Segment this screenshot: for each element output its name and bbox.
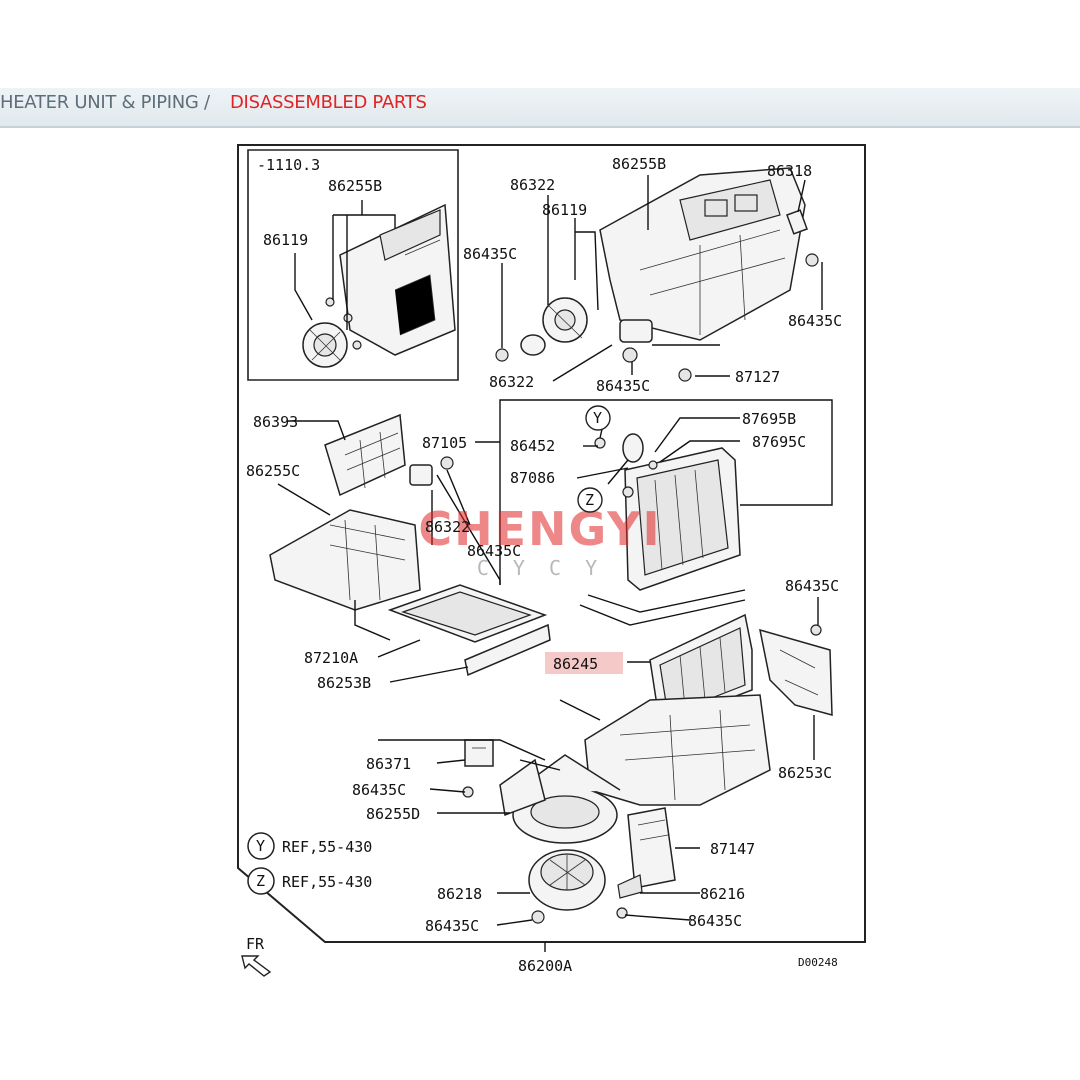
ref-y-text[interactable]: REF,55-430 xyxy=(282,838,372,856)
callout-label[interactable]: 86393 xyxy=(253,413,298,431)
callout-label[interactable]: 86435C xyxy=(596,377,650,395)
callout-label[interactable]: 87210A xyxy=(304,649,358,667)
callout-label[interactable]: 86435C xyxy=(788,312,842,330)
callout-label[interactable]: 86255B xyxy=(328,177,382,195)
ref-marker-y-icon xyxy=(585,405,611,431)
highlight-86245 xyxy=(545,652,623,674)
callout-label[interactable]: 87127 xyxy=(735,368,780,386)
upper-case-drawing xyxy=(495,167,819,382)
callout-label[interactable]: 86435C xyxy=(425,917,479,935)
callout-label[interactable]: 86322 xyxy=(489,373,534,391)
callout-label highlighted[interactable]: 86245 xyxy=(553,655,598,673)
ref-marker-z: Z xyxy=(585,491,594,509)
callout-label[interactable]: 86218 xyxy=(437,885,482,903)
callout-label[interactable]: 86119 xyxy=(263,231,308,249)
diagram-code: D00248 xyxy=(798,956,838,969)
callout-label[interactable]: 86253B xyxy=(317,674,371,692)
callout-label[interactable]: 86119 xyxy=(542,201,587,219)
watermark-sub: C Y C Y xyxy=(477,556,603,580)
callout-label[interactable]: 86322 xyxy=(425,518,470,536)
ref-y-symbol: Y xyxy=(256,837,265,855)
callout-label[interactable]: 86435C xyxy=(467,542,521,560)
callout-label[interactable]: 86435C xyxy=(785,577,839,595)
inset-frame xyxy=(247,149,459,381)
callout-label[interactable]: 86371 xyxy=(366,755,411,773)
ref-z-text[interactable]: REF,55-430 xyxy=(282,873,372,891)
callout-label[interactable]: 86452 xyxy=(510,437,555,455)
inset-case-drawing xyxy=(302,203,456,368)
callout-label[interactable]: 86318 xyxy=(767,162,812,180)
watermark-main: CHENGYI xyxy=(418,502,661,556)
diagram-frame xyxy=(237,144,866,943)
callout-label[interactable]: 86435C xyxy=(463,245,517,263)
callout-label[interactable]: 86322 xyxy=(510,176,555,194)
ref-z-icon xyxy=(247,867,275,895)
callout-label[interactable]: 86255B xyxy=(612,155,666,173)
callout-label[interactable]: 86200A xyxy=(518,957,572,975)
callout-label[interactable]: 86435C xyxy=(352,781,406,799)
fr-arrow-icon xyxy=(241,955,272,977)
evaporator-drawing xyxy=(579,433,753,727)
callout-label[interactable]: 87105 xyxy=(422,434,467,452)
evaporator-bracket xyxy=(499,399,833,585)
breadcrumb: HEATER UNIT & PIPING / DISASSEMBLED PART… xyxy=(0,88,1080,128)
callout-label[interactable]: 87147 xyxy=(710,840,755,858)
ref-z-symbol: Z xyxy=(256,872,265,890)
callout-label[interactable]: 87695B xyxy=(742,410,796,428)
callout-label[interactable]: 87695C xyxy=(752,433,806,451)
inset-note: -1110.3 xyxy=(257,156,320,174)
breadcrumb-path[interactable]: HEATER UNIT & PIPING / xyxy=(0,92,210,113)
ref-marker-z-icon xyxy=(577,487,603,513)
breadcrumb-current: DISASSEMBLED PARTS xyxy=(230,92,427,113)
callout-label[interactable]: 86255C xyxy=(246,462,300,480)
ref-y-icon xyxy=(247,832,275,860)
fr-label: FR xyxy=(246,935,265,953)
callout-label[interactable]: 86255D xyxy=(366,805,420,823)
callout-label[interactable]: 86435C xyxy=(688,912,742,930)
lower-case-drawing xyxy=(462,624,833,924)
filter-case-drawing xyxy=(269,413,551,677)
callout-label[interactable]: 87086 xyxy=(510,469,555,487)
callout-label[interactable]: 86216 xyxy=(700,885,745,903)
ref-marker-y: Y xyxy=(593,409,602,427)
callout-label[interactable]: 86253C xyxy=(778,764,832,782)
